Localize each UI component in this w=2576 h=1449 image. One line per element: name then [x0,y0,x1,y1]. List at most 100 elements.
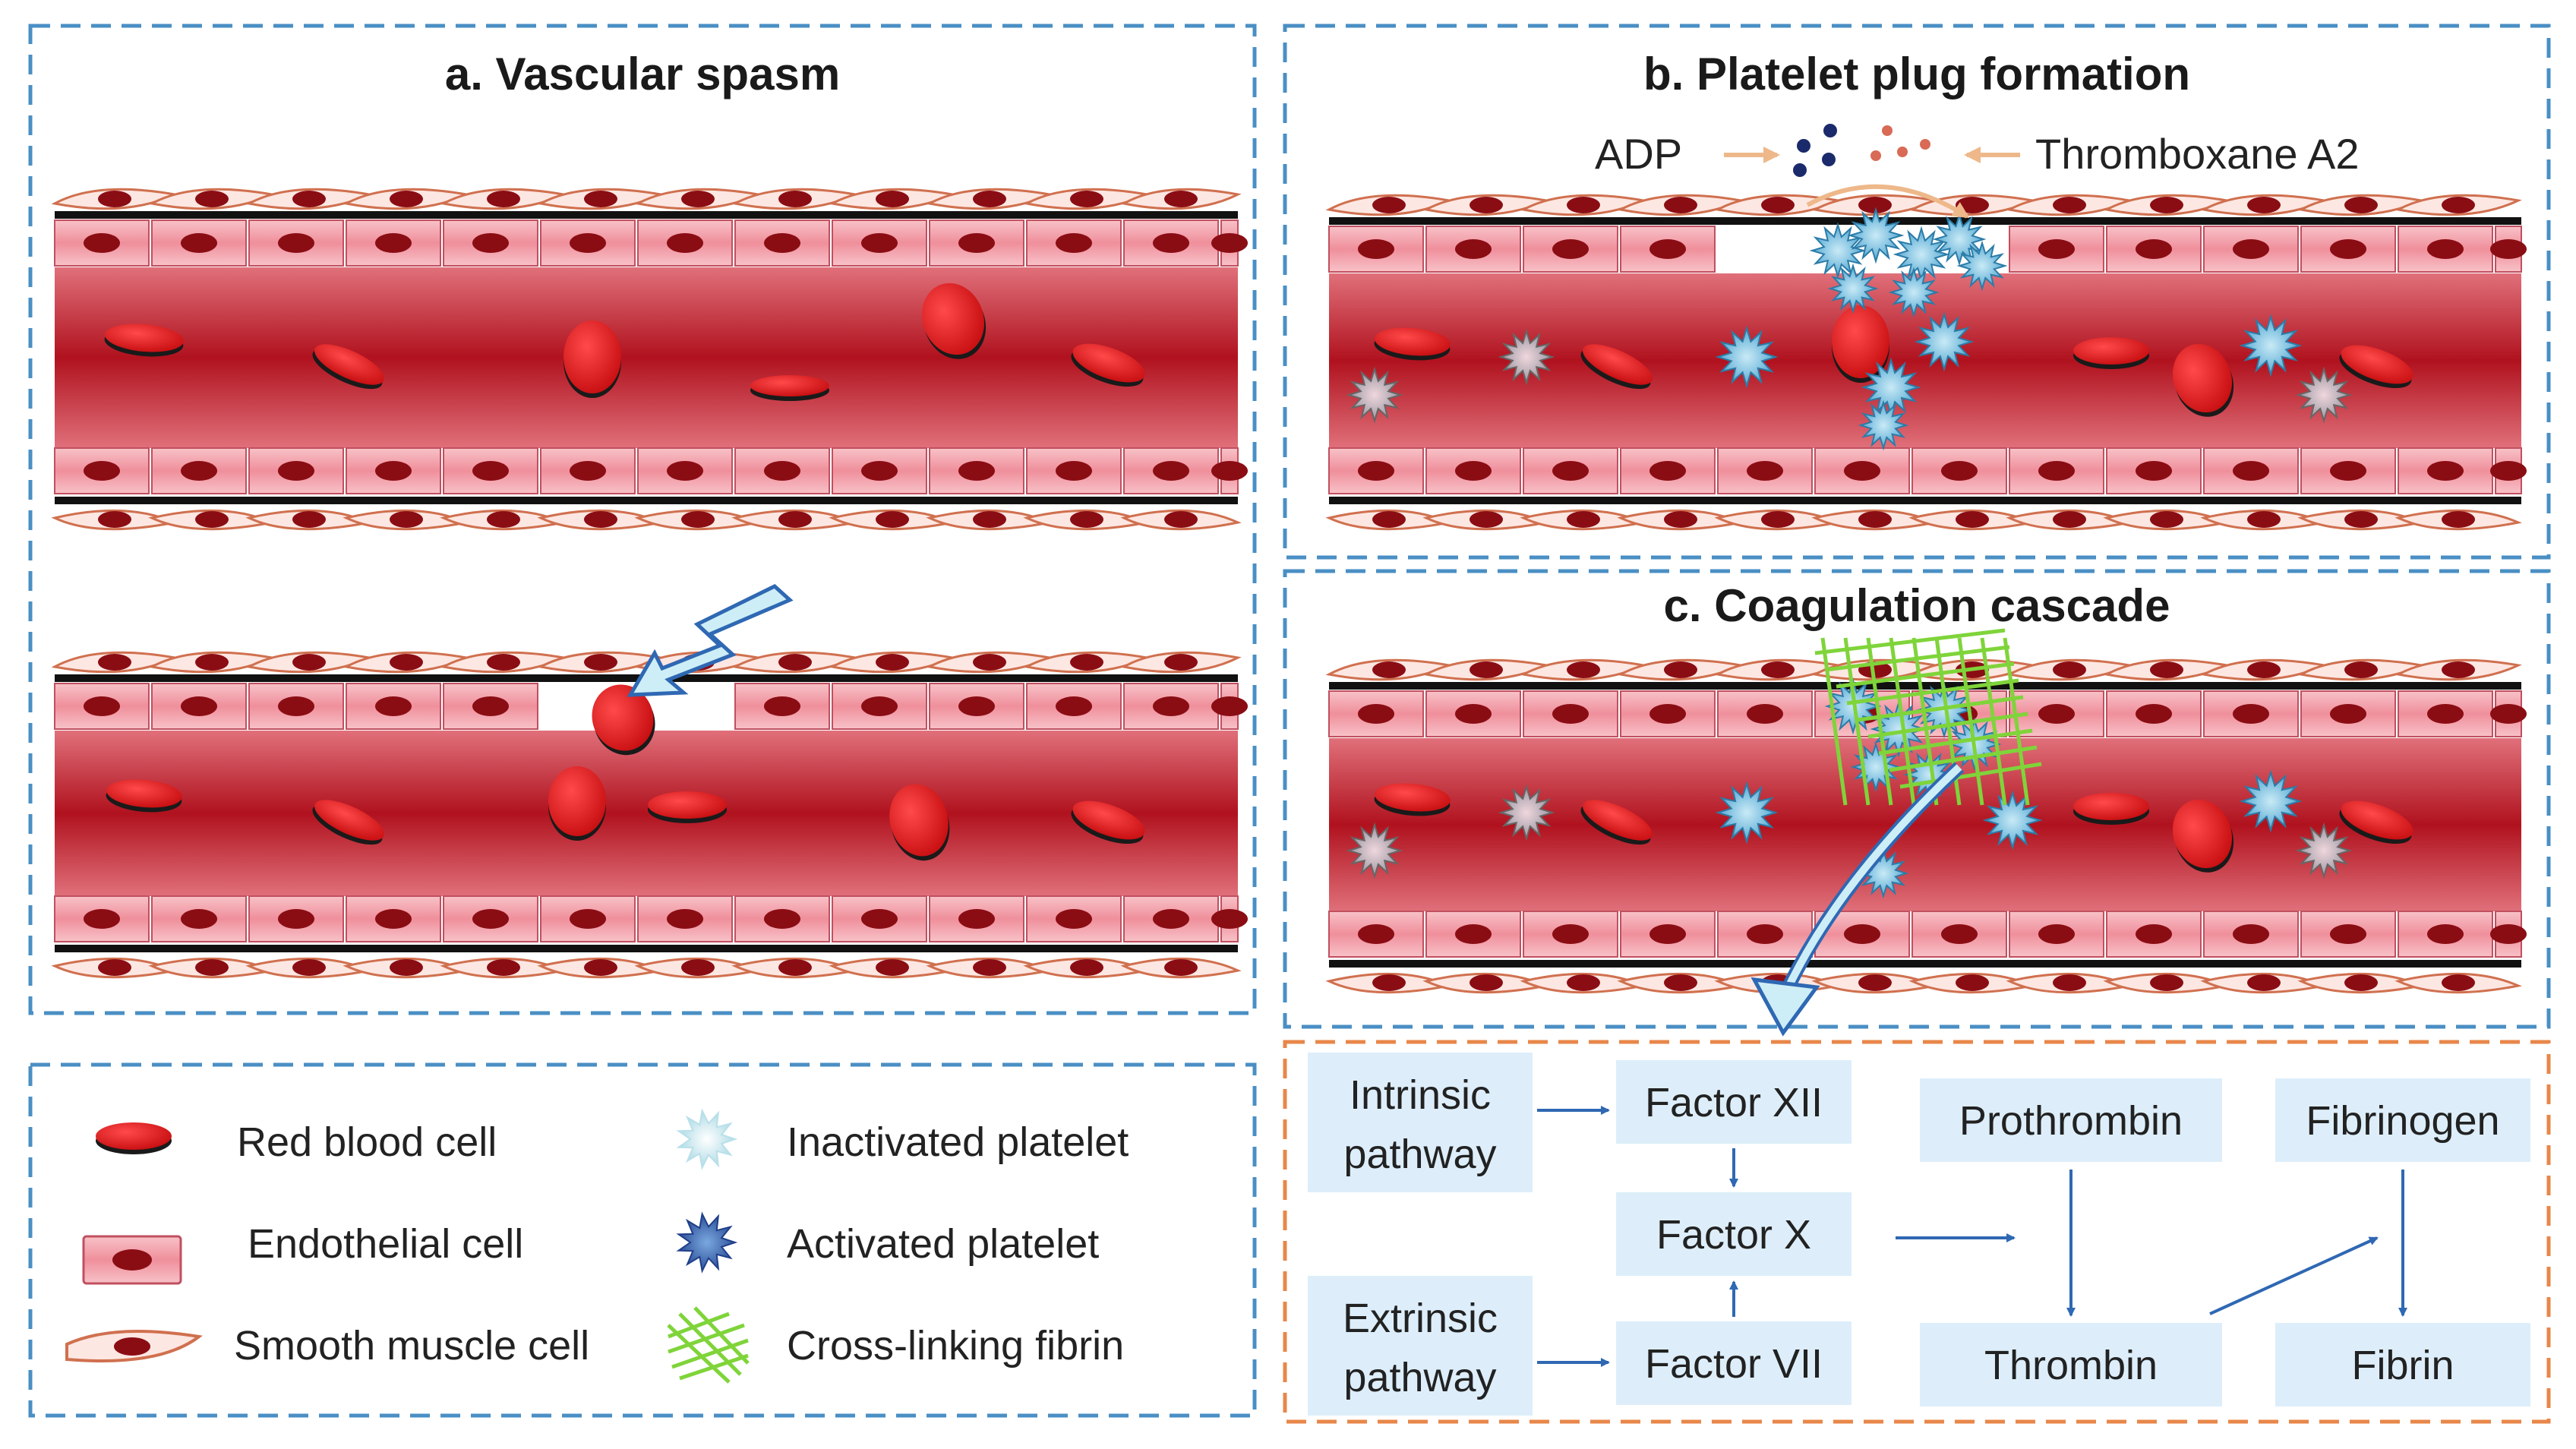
nucleus [958,233,995,253]
panel-b-title: b. Platelet plug formation [1643,49,2190,99]
nucleus [98,511,131,528]
platelet [1498,784,1555,841]
nucleus [1455,924,1492,944]
legend-inactivated-platelet: Inactivated platelet [676,1108,1129,1170]
legend-endothelial-cell: Endothelial cell [82,1221,523,1285]
red-blood-cell [750,375,829,401]
nucleus [2490,239,2527,259]
nucleus [1747,704,1783,724]
vessel-platelet-plug [1325,194,2527,531]
nucleus [958,461,995,481]
nucleus [1761,661,1795,678]
nucleus [375,696,412,716]
nucleus [1552,461,1589,481]
legend-activated-platelet: Activated platelet [676,1211,1099,1274]
inactivated-platelet-icon [676,1108,738,1170]
nucleus [2038,924,2075,944]
endothelial-cell [2009,226,2104,273]
endothelial-cell [1425,690,1521,737]
nucleus [2053,974,2086,991]
panel-b-frame [1283,24,2551,560]
nucleus [1470,661,1503,678]
nucleus [2233,704,2269,724]
nucleus [375,909,412,929]
nucleus [1056,909,1092,929]
platelet [2239,314,2303,377]
nucleus [1070,191,1103,207]
platelet [1858,399,1909,451]
nucleus [958,909,995,929]
nucleus [195,959,229,976]
red-blood-cell-icon [96,1122,172,1154]
nucleus [2247,974,2281,991]
red-blood-cell [312,800,384,845]
nucleus [1455,239,1492,259]
red-blood-cell [1580,344,1653,390]
endothelial-cell-icon [82,1235,182,1285]
nucleus [1372,511,1406,528]
nucleus [681,191,715,207]
nucleus [375,461,412,481]
nucleus [584,654,617,671]
red-blood-cell [592,684,655,756]
nucleus [2330,461,2366,481]
nucleus [1567,197,1600,213]
nucleus [1056,696,1092,716]
fibrin-mesh [1814,628,2042,806]
nucleus [2344,974,2378,991]
nucleus [973,654,1006,671]
nucleus [2442,974,2475,991]
nucleus [2136,461,2172,481]
red-blood-cell [2073,793,2149,825]
nucleus [2053,197,2086,213]
thromboxane-molecules [1870,125,1930,161]
nucleus [1552,704,1589,724]
nucleus [2490,461,2527,481]
nucleus [1372,197,1406,213]
nucleus [2330,924,2366,944]
nucleus [2442,511,2475,528]
nucleus [681,511,715,528]
intrinsic-label-2: pathway [1343,1132,1496,1177]
nucleus [1858,197,1892,213]
endothelial-cell [2300,690,2396,737]
nucleus [584,191,617,207]
nucleus [1211,233,1248,253]
panel-c-title: c. Coagulation cascade [1664,580,2170,631]
nucleus [584,511,617,528]
nucleus [778,654,812,671]
prothrombin-label: Prothrombin [1959,1098,2183,1144]
nucleus [861,696,898,716]
fibrin-label: Fibrin [2351,1343,2454,1388]
nucleus [1358,924,1394,944]
nucleus [1664,974,1697,991]
extrinsic-label-1: Extrinsic [1343,1296,1498,1341]
nucleus [667,909,703,929]
legend-smooth-muscle-cell: Smooth muscle cell [65,1323,589,1368]
nucleus [1358,461,1394,481]
nucleus [1664,197,1697,213]
nucleus [2330,704,2366,724]
red-blood-cell [2339,800,2413,844]
intrinsic-label-1: Intrinsic [1350,1072,1491,1118]
nucleus [1358,704,1394,724]
nucleus [1956,974,1989,991]
intrinsic-box [1308,1053,1533,1192]
fibrin-mesh-icon [667,1306,750,1384]
nucleus [2053,511,2086,528]
nucleus [278,461,314,481]
nucleus [2344,661,2378,678]
nucleus [2344,197,2378,213]
nucleus [487,511,520,528]
red-blood-cell [312,344,384,390]
platelet [2239,769,2303,833]
nucleus [1455,704,1492,724]
nucleus [876,959,909,976]
nucleus [2247,661,2281,678]
nucleus [667,461,703,481]
blood-lumen [55,267,1238,448]
nucleus [1056,233,1092,253]
nucleus [84,461,120,481]
nucleus [1649,704,1686,724]
nucleus [778,191,812,207]
